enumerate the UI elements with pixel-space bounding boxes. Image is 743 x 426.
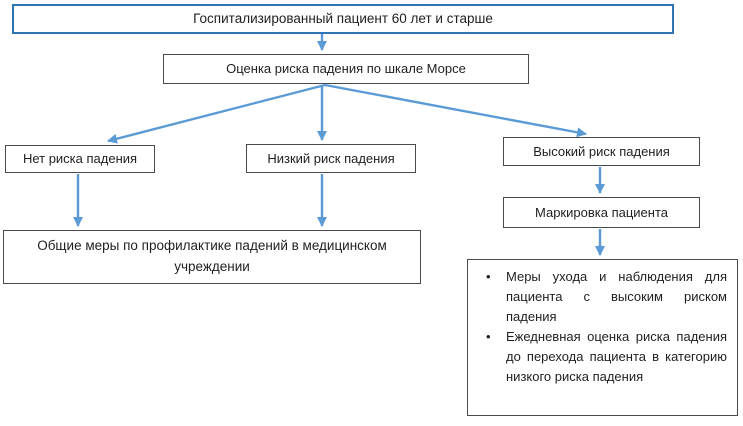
arrow-assessment-to-no-risk: [107, 83, 326, 144]
node-morse-scale-assessment: Оценка риска падения по шкале Морсе: [163, 54, 529, 84]
node-low-fall-risk-label: Низкий риск падения: [267, 150, 395, 166]
node-high-fall-risk: Высокий риск падения: [503, 137, 700, 166]
bullet-icon: •: [486, 269, 491, 284]
node-hospitalized-patient-label: Госпитализированный пациент 60 лет и ста…: [193, 10, 493, 26]
arrow-assessment-to-high-risk: [324, 83, 587, 138]
node-patient-marking-label: Маркировка пациента: [535, 204, 668, 220]
node-morse-scale-assessment-label: Оценка риска падения по шкале Морсе: [226, 61, 466, 77]
list-item: • Меры ухода и наблюдения для пациента с…: [476, 267, 727, 327]
list-item: • Ежедневная оценка риска падения до пер…: [476, 327, 727, 387]
node-high-risk-actions: • Меры ухода и наблюдения для пациента с…: [467, 259, 738, 416]
node-no-fall-risk: Нет риска падения: [5, 145, 155, 173]
node-general-prevention-measures-label: Общие меры по профилактике падений в мед…: [37, 238, 387, 274]
high-risk-actions-list: • Меры ухода и наблюдения для пациента с…: [476, 267, 727, 387]
node-general-prevention-measures: Общие меры по профилактике падений в мед…: [3, 230, 421, 284]
list-item-text: Меры ухода и наблюдения для пациента с в…: [506, 269, 727, 325]
node-high-fall-risk-label: Высокий риск падения: [533, 143, 670, 159]
bullet-icon: •: [486, 329, 491, 345]
node-low-fall-risk: Низкий риск падения: [246, 144, 416, 173]
node-no-fall-risk-label: Нет риска падения: [22, 151, 138, 167]
node-hospitalized-patient: Госпитализированный пациент 60 лет и ста…: [12, 4, 674, 34]
node-patient-marking: Маркировка пациента: [503, 197, 700, 228]
list-item-text: Ежедневная оценка риска падения до перех…: [506, 329, 727, 385]
